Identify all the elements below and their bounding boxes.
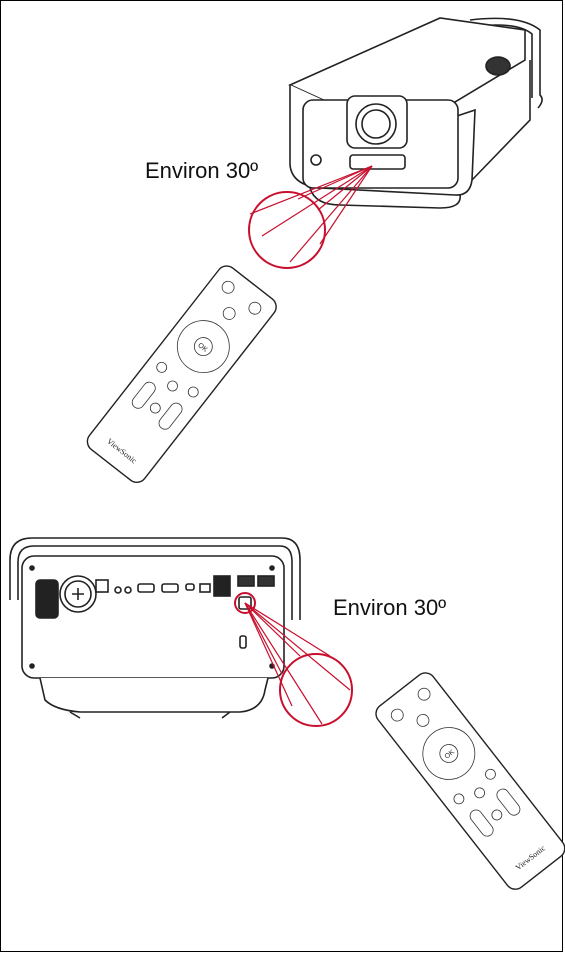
ir-beam-bottom [234,592,353,727]
ir-beam-top [248,165,373,269]
projector-front [288,17,543,209]
remote-control-bottom: OK ViewSonic [375,672,565,890]
remote-ok-label: OK [196,342,209,354]
remote-ok-label: OK [444,749,457,761]
remote-control-top: OK ViewSonic [86,265,277,484]
projector-rear [9,537,301,719]
angle-label-top: Environ 30º [145,158,259,183]
angle-label-bottom: Environ 30º [333,595,447,620]
